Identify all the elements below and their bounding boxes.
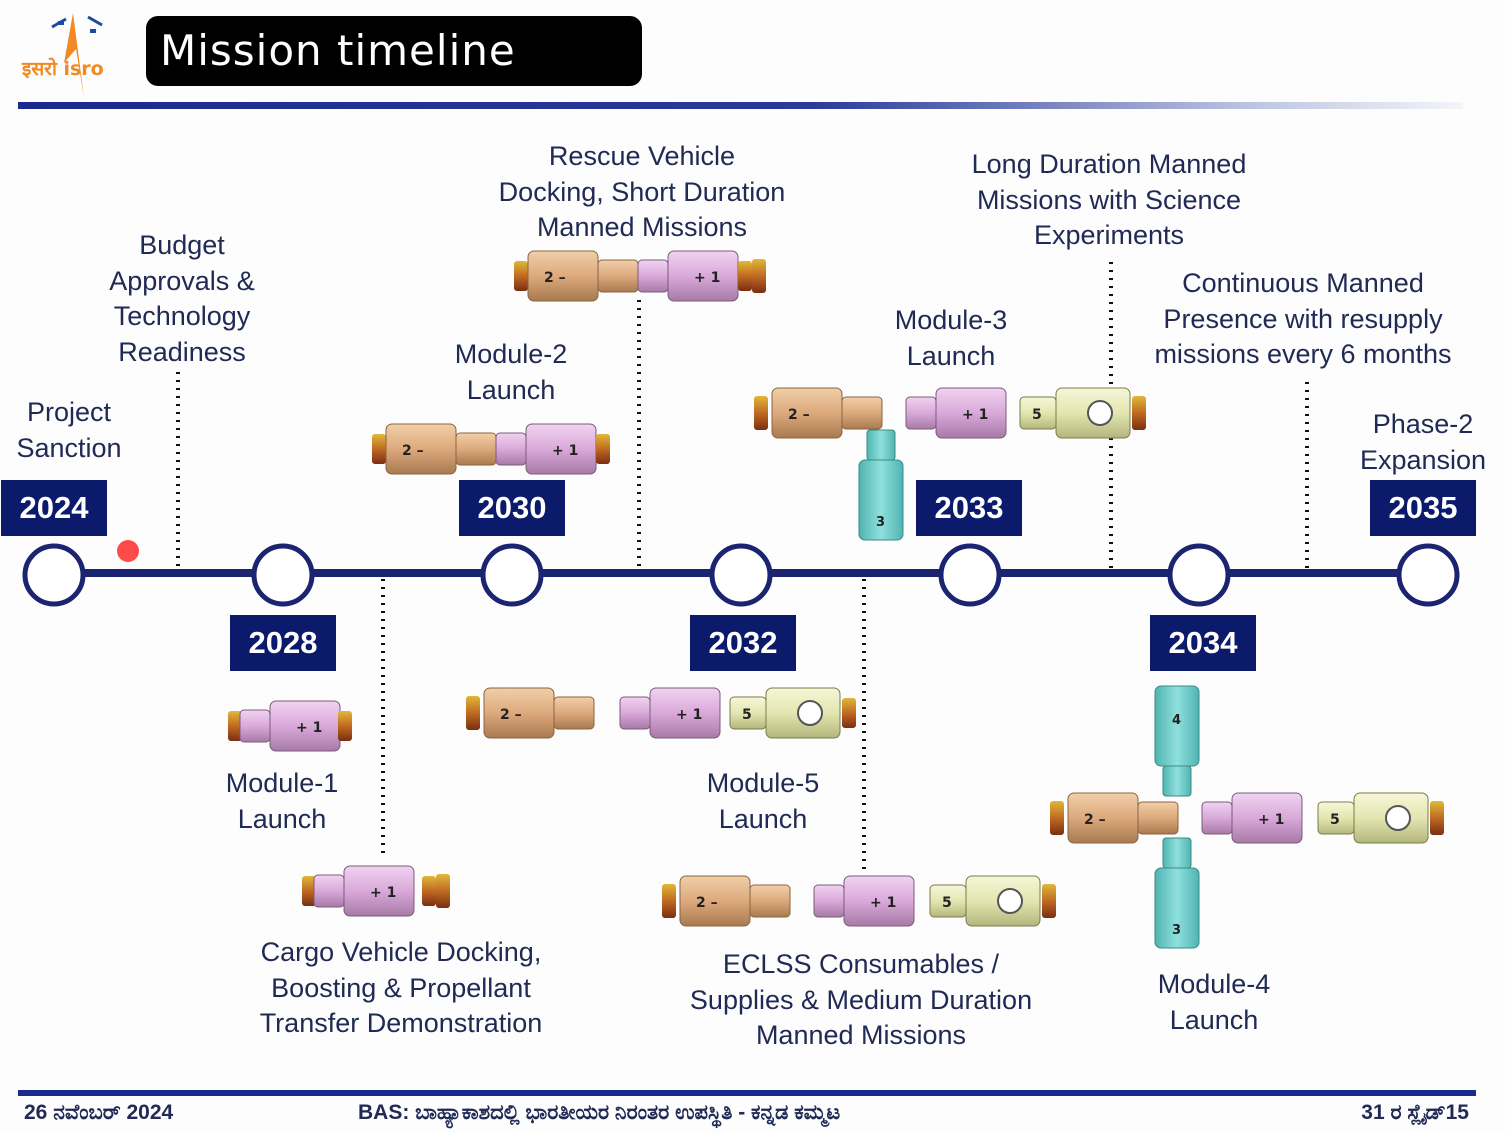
docking-port	[842, 698, 856, 728]
module-1-number: + 1	[962, 407, 988, 423]
module-4: 4	[1154, 685, 1200, 797]
node-2028	[251, 543, 315, 607]
page-title: Mission timeline	[146, 16, 642, 86]
module-2: 2 –	[385, 423, 497, 475]
docking-port	[1042, 884, 1056, 918]
footer-date: 26 ನವೆಂಬರ್ 2024	[24, 1101, 174, 1124]
module-5: 5	[929, 875, 1041, 927]
docking-port	[1050, 801, 1064, 835]
module-3: 3	[858, 429, 904, 541]
docking-port	[1430, 801, 1444, 835]
year-badge-2034: 2034	[1150, 615, 1256, 671]
docking-port	[466, 696, 480, 730]
node-2030	[480, 543, 544, 607]
module-2-number: 2 –	[788, 407, 810, 423]
module-1: + 1	[239, 700, 341, 752]
footer-divider	[18, 1090, 1476, 1096]
node-2035	[1396, 543, 1460, 607]
module-1: + 1	[905, 387, 1007, 439]
module-1-number: + 1	[552, 443, 578, 459]
module-1-number: + 1	[870, 895, 896, 911]
node-2034	[1167, 543, 1231, 607]
module-5-number: 5	[742, 707, 752, 723]
module-2: 2 –	[527, 250, 639, 302]
docking-port	[738, 261, 752, 291]
module-2-number: 2 –	[402, 443, 424, 459]
year-badge-2028: 2028	[230, 615, 336, 671]
pointer-dot	[117, 540, 139, 562]
module-2-number: 2 –	[544, 270, 566, 286]
docking-port	[422, 876, 436, 906]
module-2-number: 2 –	[696, 895, 718, 911]
module-2-number: 2 –	[1084, 812, 1106, 828]
docking-port	[514, 261, 528, 291]
module-1: + 1	[637, 250, 739, 302]
docking-port	[662, 884, 676, 918]
module-1: + 1	[619, 687, 721, 739]
node-2033	[938, 543, 1002, 607]
module-1-number: + 1	[370, 885, 396, 901]
year-badge-2024: 2024	[1, 480, 107, 536]
module-1: + 1	[1201, 792, 1303, 844]
isro-logo: इसरो isro	[18, 5, 130, 100]
year-badge-2032: 2032	[690, 615, 796, 671]
node-2032	[709, 543, 773, 607]
docking-port	[372, 434, 386, 464]
label-eclss: ECLSS Consumables /Supplies & Medium Dur…	[689, 949, 1033, 1050]
module-2: 2 –	[679, 875, 791, 927]
module-1-number: + 1	[694, 270, 720, 286]
module-5-number: 5	[1330, 812, 1340, 828]
docking-port	[436, 874, 450, 908]
module-2: 2 –	[483, 687, 595, 739]
docking-port	[338, 711, 352, 741]
module-1: + 1	[495, 423, 597, 475]
module-5: 5	[729, 687, 841, 739]
module-2: 2 –	[771, 387, 883, 439]
year-badge-2030: 2030	[459, 480, 565, 536]
docking-port	[596, 434, 610, 464]
docking-port	[1132, 396, 1146, 430]
label-cargo-vehicle: Cargo Vehicle Docking,Boosting & Propell…	[259, 937, 543, 1038]
module-5-number: 5	[942, 895, 952, 911]
node-2024	[22, 543, 86, 607]
module-3-number: 3	[1172, 923, 1181, 938]
docking-port	[754, 396, 768, 430]
module-1-number: + 1	[1258, 812, 1284, 828]
footer-slide-number: 31 ರ ಸ್ಲೈಡ್‌15	[1361, 1101, 1469, 1124]
module-2-number: 2 –	[500, 707, 522, 723]
module-1: + 1	[813, 875, 915, 927]
module-3-number: 3	[876, 515, 885, 530]
year-badge-2033: 2033	[916, 480, 1022, 536]
module-5-number: 5	[1032, 407, 1042, 423]
module-1-number: + 1	[676, 707, 702, 723]
module-1: + 1	[313, 865, 415, 917]
docking-port	[302, 876, 316, 906]
module-5: 5	[1019, 387, 1131, 439]
footer-title: BAS: ಬಾಹ್ಯಾಕಾಶದಲ್ಲಿ ಭಾರತೀಯರ ನಿರಂತರ ಉಪಸ್ಥ…	[358, 1101, 841, 1124]
docking-port	[752, 259, 766, 293]
module-4-number: 4	[1172, 713, 1181, 728]
docking-port	[228, 711, 242, 741]
module-5: 5	[1317, 792, 1429, 844]
module-3: 3	[1154, 837, 1200, 949]
module-2: 2 –	[1067, 792, 1179, 844]
module-1-number: + 1	[296, 720, 322, 736]
svg-text:इसरो isro: इसरो isro	[21, 57, 104, 80]
header-divider	[18, 102, 1463, 109]
year-badge-2035: 2035	[1370, 480, 1476, 536]
